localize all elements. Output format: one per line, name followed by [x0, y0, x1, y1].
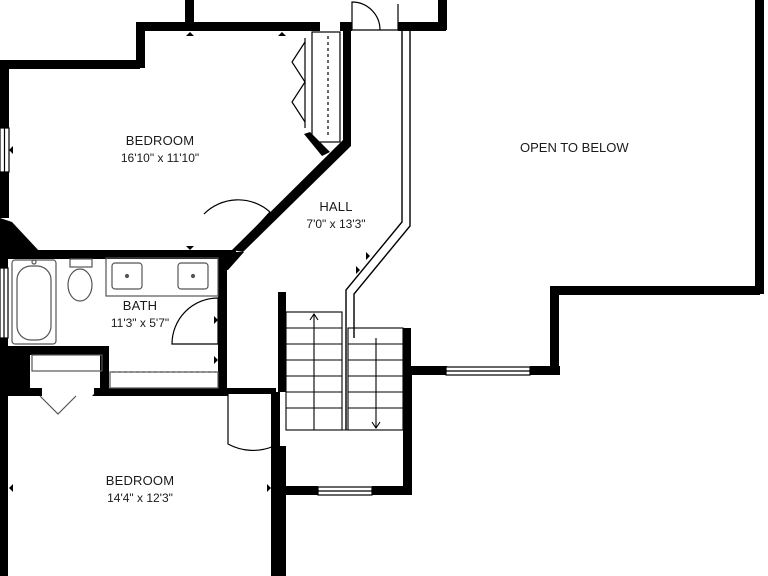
room-dimensions: 14'4" x 12'3"	[107, 491, 173, 505]
room-label-bedroom-1: BEDROOM 16'10" x 11'10"	[100, 133, 220, 165]
stairs	[285, 311, 404, 431]
room-dimensions: 7'0" x 13'3"	[306, 217, 366, 231]
room-label-bath: BATH 11'3" x 5'7"	[80, 298, 200, 330]
open-to-below-label: OPEN TO BELOW	[520, 140, 629, 155]
markers	[9, 32, 370, 492]
room-name: HALL	[319, 199, 353, 214]
vanity	[105, 257, 219, 297]
toilet-bowl	[67, 268, 93, 302]
doors	[171, 1, 400, 451]
room-name: BATH	[122, 298, 158, 313]
hall-rail	[345, 30, 411, 430]
room-dimensions: 16'10" x 11'10"	[120, 151, 200, 165]
door-bedroom-2	[227, 392, 275, 451]
room-label-hall: HALL 7'0" x 13'3"	[276, 199, 396, 231]
room-name: BEDROOM	[105, 473, 175, 488]
bath-fixtures	[11, 257, 219, 415]
room-label-bedroom-2: BEDROOM 14'4" x 12'3"	[80, 473, 200, 505]
toilet-tank	[69, 258, 93, 268]
door-bedroom-1	[203, 199, 271, 246]
door-top	[351, 1, 381, 31]
closet-top	[291, 31, 341, 143]
door-bath	[171, 297, 219, 345]
sink-left	[111, 262, 143, 290]
sink-right	[177, 262, 209, 290]
room-name: BEDROOM	[125, 133, 195, 148]
room-dimensions: 11'3" x 5'7"	[110, 316, 170, 330]
